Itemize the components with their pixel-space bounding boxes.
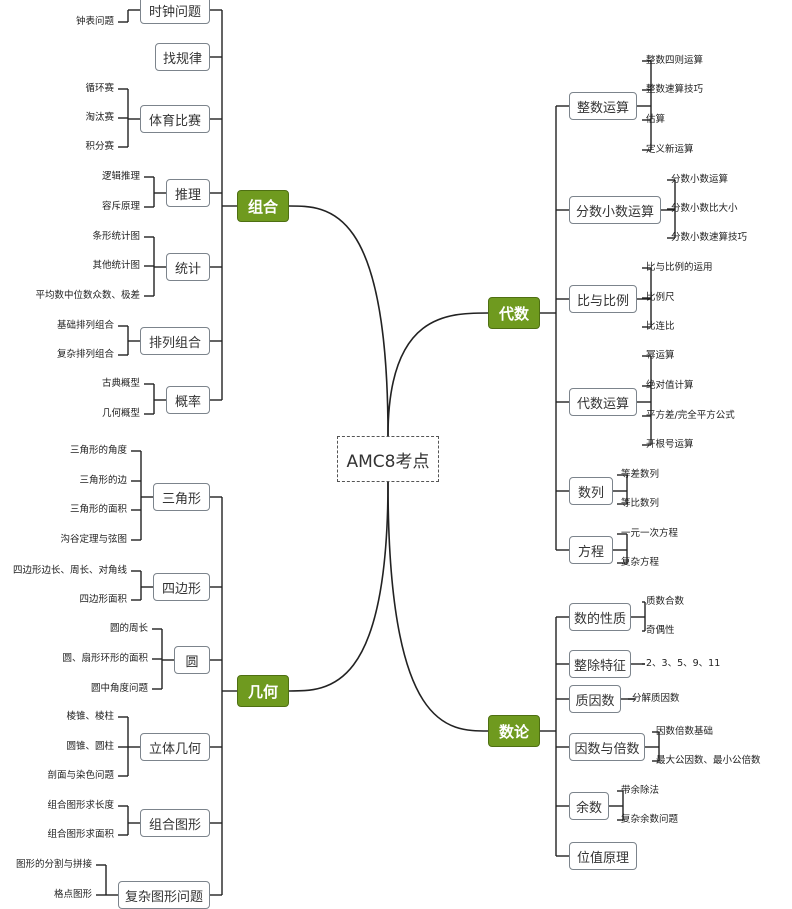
daishu-5-leaf-1: 等差数列 [621,469,660,480]
zuhe-7-leaf-1: 古典概型 [101,378,140,389]
shulun-topic-2[interactable]: 整除特征 [569,650,631,678]
zuhe-4-leaf-1: 逻辑推理 [101,171,140,182]
daishu-4-leaf-3: 平方差/完全平方公式 [646,410,735,421]
jihe-topic-4[interactable]: 立体几何 [140,733,210,761]
jihe-5-leaf-1: 组合图形求长度 [47,800,114,811]
jihe-4-leaf-3: 剖面与染色问题 [47,770,114,781]
zuhe-5-leaf-3: 平均数中位数众数、极差 [35,290,140,301]
zuhe-topic-5[interactable]: 统计 [166,253,210,281]
daishu-topic-2[interactable]: 分数小数运算 [569,196,661,224]
zuhe-topic-7[interactable]: 概率 [166,386,210,414]
jihe-4-leaf-2: 圆锥、圆柱 [66,741,114,752]
daishu-4-leaf-1: 幂运算 [646,350,675,361]
zuhe-6-leaf-1: 基础排列组合 [56,320,114,331]
branch-jihe[interactable]: 几何 [237,675,289,707]
daishu-2-leaf-3: 分数小数速算技巧 [671,232,748,243]
daishu-topic-4[interactable]: 代数运算 [569,388,637,416]
zuhe-3-leaf-2: 淘汰赛 [85,112,114,123]
jihe-4-leaf-1: 棱锥、棱柱 [66,711,114,722]
daishu-topic-6[interactable]: 方程 [569,536,613,564]
daishu-topic-3[interactable]: 比与比例 [569,285,637,313]
zuhe-4-leaf-2: 容斥原理 [101,201,140,212]
daishu-2-leaf-2: 分数小数比大小 [671,203,738,214]
shulun-topic-4[interactable]: 因数与倍数 [569,733,645,761]
zuhe-5-leaf-2: 其他统计图 [92,260,140,271]
jihe-5-leaf-2: 组合图形求面积 [47,829,114,840]
daishu-3-leaf-3: 比连比 [646,321,675,332]
shulun-4-leaf-2: 最大公因数、最小公倍数 [656,755,761,766]
daishu-1-leaf-4: 定义新运算 [646,144,694,155]
jihe-1-leaf-2: 三角形的边 [79,475,127,486]
branch-daishu[interactable]: 代数 [488,297,540,329]
jihe-6-leaf-1: 图形的分割与拼接 [15,859,92,870]
jihe-1-leaf-4: 沟谷定理与弦图 [60,534,127,545]
daishu-1-leaf-2: 整数速算技巧 [646,84,704,95]
daishu-topic-1[interactable]: 整数运算 [569,92,637,120]
jihe-topic-5[interactable]: 组合图形 [140,809,210,837]
branch-shulun[interactable]: 数论 [488,715,540,747]
central-topic[interactable]: AMC8考点 [337,436,439,482]
jihe-3-leaf-1: 圆的周长 [109,623,148,634]
zuhe-7-leaf-2: 几何概型 [101,408,140,419]
jihe-3-leaf-3: 圆中角度问题 [90,683,148,694]
daishu-1-leaf-1: 整数四则运算 [646,55,704,66]
jihe-1-leaf-3: 三角形的面积 [69,504,127,515]
shulun-1-leaf-1: 质数合数 [646,596,685,607]
daishu-2-leaf-1: 分数小数运算 [671,174,729,185]
shulun-topic-6[interactable]: 位值原理 [569,842,637,870]
daishu-topic-5[interactable]: 数列 [569,477,613,505]
shulun-5-leaf-1: 带余除法 [621,785,660,796]
jihe-topic-6[interactable]: 复杂图形问题 [118,881,210,909]
zuhe-topic-1[interactable]: 时钟问题 [140,0,210,24]
jihe-1-leaf-1: 三角形的角度 [69,445,127,456]
jihe-2-leaf-2: 四边形面积 [79,594,127,605]
zuhe-topic-3[interactable]: 体育比赛 [140,105,210,133]
shulun-4-leaf-1: 因数倍数基础 [656,726,714,737]
branch-zuhe[interactable]: 组合 [237,190,289,222]
zuhe-5-leaf-1: 条形统计图 [92,231,140,242]
daishu-4-leaf-4: 开根号运算 [646,439,694,450]
zuhe-1-leaf-1: 钟表问题 [75,16,114,27]
shulun-topic-3[interactable]: 质因数 [569,685,621,713]
zuhe-topic-4[interactable]: 推理 [166,179,210,207]
jihe-6-leaf-2: 格点图形 [53,889,92,900]
zuhe-3-leaf-3: 积分赛 [85,141,114,152]
zuhe-topic-2[interactable]: 找规律 [155,43,210,71]
daishu-6-leaf-1: 一元一次方程 [621,528,679,539]
daishu-6-leaf-2: 复杂方程 [621,557,660,568]
jihe-topic-3[interactable]: 圆 [174,646,210,674]
zuhe-topic-6[interactable]: 排列组合 [140,327,210,355]
shulun-5-leaf-2: 复杂余数问题 [621,814,679,825]
daishu-1-leaf-3: 估算 [646,114,666,125]
zuhe-6-leaf-2: 复杂排列组合 [56,349,114,360]
daishu-5-leaf-2: 等比数列 [621,498,660,509]
shulun-2-leaf-1: 2、3、5、9、11 [646,658,721,669]
shulun-1-leaf-2: 奇偶性 [646,625,675,636]
shulun-topic-1[interactable]: 数的性质 [569,603,631,631]
daishu-3-leaf-2: 比例尺 [646,292,675,303]
jihe-topic-1[interactable]: 三角形 [153,483,210,511]
daishu-4-leaf-2: 绝对值计算 [646,380,694,391]
jihe-topic-2[interactable]: 四边形 [153,573,210,601]
daishu-3-leaf-1: 比与比例的运用 [646,262,713,273]
jihe-3-leaf-2: 圆、扇形环形的面积 [62,653,148,664]
jihe-2-leaf-1: 四边形边长、周长、对角线 [12,565,127,576]
shulun-topic-5[interactable]: 余数 [569,792,609,820]
zuhe-3-leaf-1: 循环赛 [85,83,114,94]
shulun-3-leaf-1: 分解质因数 [632,693,680,704]
